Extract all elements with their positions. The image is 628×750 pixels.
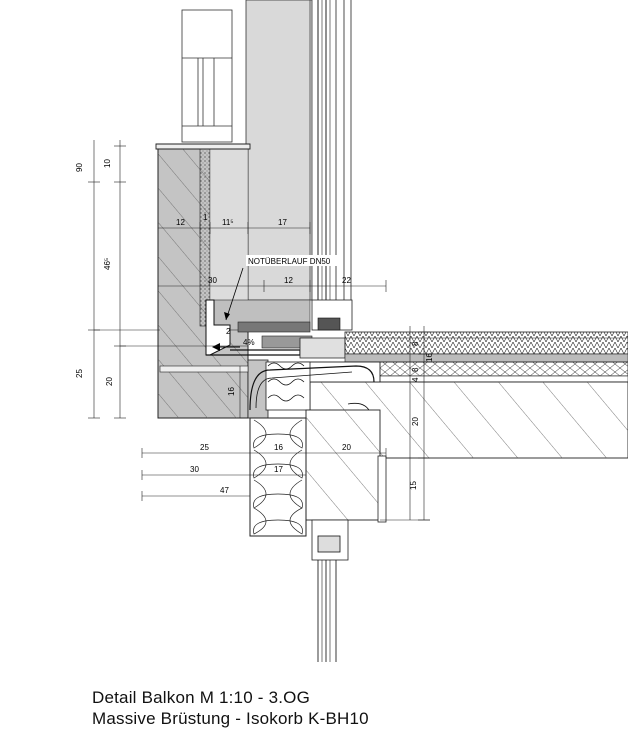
arrow-slope xyxy=(212,343,240,351)
dim-h-30b: 30 xyxy=(190,465,199,474)
annotations: NOTÜBERLAUF DN50 4% xyxy=(243,255,342,347)
dim-r-8a: 8 xyxy=(411,341,420,346)
dim-h-22: 22 xyxy=(342,276,351,285)
dim-v-bottom-inner: 20 xyxy=(105,377,114,386)
slope-label: 4% xyxy=(243,338,255,347)
dim-r-8b: 8 xyxy=(411,367,420,372)
dim-h-16: 16 xyxy=(274,443,283,452)
caption-subtitle: Massive Brüstung - Isokorb K-BH10 xyxy=(92,709,369,728)
overflow-label: NOTÜBERLAUF DN50 xyxy=(248,257,331,266)
dim-h-12b: 12 xyxy=(284,276,293,285)
lower-window-frame xyxy=(311,519,349,662)
dim-small-1: 1 xyxy=(203,213,208,222)
dim-h-47: 47 xyxy=(220,486,229,495)
dim-v-16a: 16 xyxy=(227,387,236,396)
arrow-overflow xyxy=(224,267,244,321)
dim-r-15: 15 xyxy=(409,481,418,490)
dim-h-20: 20 xyxy=(342,443,351,452)
dim-small-2: 2 xyxy=(226,327,231,336)
window-element xyxy=(245,0,352,330)
dim-v-top: 10 xyxy=(103,159,112,168)
floor-build-up xyxy=(344,331,628,383)
parapet-concrete xyxy=(155,143,251,419)
dim-h-30a: 30 xyxy=(208,276,217,285)
dim-r-20: 20 xyxy=(411,417,420,426)
dim-r-4: 4 xyxy=(411,377,420,382)
dim-v-bottom-outer: 25 xyxy=(75,369,84,378)
dimension-labels: 90 10 46⁵ 25 20 12 11⁵ 17 30 12 22 16 25… xyxy=(75,159,434,495)
dim-h-17a: 17 xyxy=(278,218,287,227)
dim-h-11: 11⁵ xyxy=(222,218,234,227)
caption-title: Detail Balkon M 1:10 - 3.OG xyxy=(92,688,310,707)
dim-h-12a: 12 xyxy=(176,218,185,227)
railing-post xyxy=(181,9,233,143)
dimension-lines xyxy=(88,140,430,521)
dim-v-total: 90 xyxy=(75,163,84,172)
dim-h-17b: 17 xyxy=(274,465,283,474)
lower-wall-concrete xyxy=(305,409,387,523)
dim-h-25: 25 xyxy=(200,443,209,452)
lower-wall-insulation xyxy=(249,417,307,537)
dim-v-mid: 46⁵ xyxy=(103,258,112,270)
dim-r-16: 16 xyxy=(425,353,434,362)
